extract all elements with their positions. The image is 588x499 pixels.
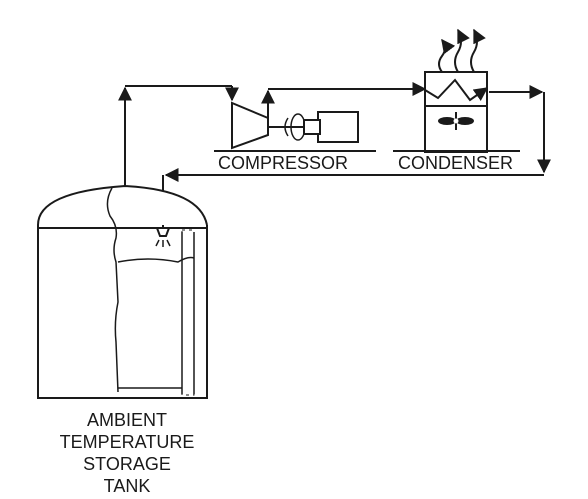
tank-label-line2: TEMPERATURE [60,432,195,452]
tank-label-line3: STORAGE [83,454,171,474]
heat-rejection-icon [438,28,486,73]
storage-tank [37,184,208,399]
compressor [214,101,376,152]
tank-label-line4: TANK [104,476,151,496]
fan-icon [438,112,474,130]
condenser-label: CONDENSER [398,153,513,173]
tank-label-line1: AMBIENT [87,410,167,430]
condenser [393,28,520,153]
spray-nozzle-icon [155,227,171,247]
motor-icon [317,111,359,143]
tank-label: AMBIENT TEMPERATURE STORAGE TANK [60,410,195,496]
vapor-line [118,82,427,192]
compressor-label: COMPRESSOR [218,153,348,173]
